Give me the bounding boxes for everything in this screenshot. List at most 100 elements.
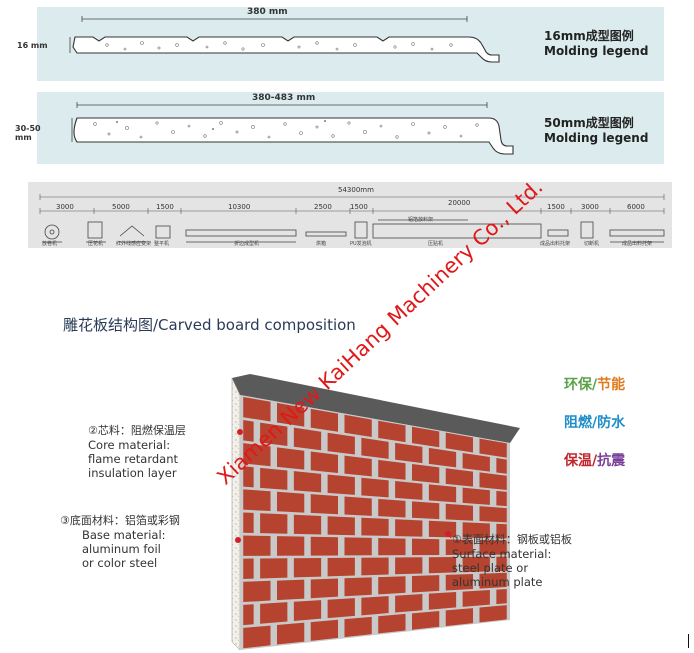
brick bbox=[243, 466, 254, 488]
base-material-callout: ③底面材料：铝箔或彩钢 Base material: aluminum foil… bbox=[60, 514, 180, 570]
brick bbox=[310, 408, 339, 432]
total-length-label: 54300mm bbox=[338, 186, 374, 194]
brick bbox=[243, 443, 271, 467]
segment-label: 1500 bbox=[156, 203, 174, 211]
production-line-drawing bbox=[39, 194, 665, 243]
brick bbox=[310, 494, 339, 515]
base-marker bbox=[235, 537, 241, 543]
brick bbox=[327, 557, 355, 577]
brick bbox=[243, 558, 254, 579]
profile-16mm-drawing bbox=[69, 16, 500, 63]
brick bbox=[327, 516, 355, 536]
brick bbox=[479, 438, 507, 458]
profile-thickness-label: 30-50 mm bbox=[15, 124, 41, 142]
feature-insulation: 保温/抗震 bbox=[564, 453, 626, 469]
legend-title-cn: 50mm成型图例 bbox=[544, 116, 634, 130]
segment-label: 3000 bbox=[581, 203, 599, 211]
brick bbox=[395, 481, 423, 500]
brick bbox=[378, 538, 406, 556]
brick bbox=[428, 447, 457, 468]
brick bbox=[479, 539, 507, 555]
brick bbox=[344, 455, 372, 477]
brick bbox=[395, 557, 423, 575]
core-material-callout: ②芯料：阻燃保温层 Core material: flame retardant… bbox=[88, 424, 186, 480]
brick bbox=[243, 580, 271, 603]
brick bbox=[361, 477, 389, 498]
feature-eco: 环保/节能 bbox=[564, 377, 626, 393]
brick bbox=[276, 579, 305, 601]
brick bbox=[276, 447, 305, 470]
brick bbox=[378, 498, 406, 518]
brick bbox=[293, 600, 322, 621]
machine-label: 成品出料托架 bbox=[540, 241, 571, 247]
brick bbox=[479, 572, 507, 589]
segment-label: 10300 bbox=[228, 203, 251, 211]
brick bbox=[344, 496, 372, 516]
brick bbox=[260, 422, 288, 446]
machine-label: 放卷机 bbox=[42, 241, 58, 247]
brick bbox=[243, 396, 271, 422]
legend-title-en: Molding legend bbox=[544, 131, 649, 145]
brick bbox=[243, 535, 271, 556]
brick bbox=[260, 513, 288, 534]
brick bbox=[411, 501, 440, 520]
brick bbox=[310, 578, 339, 599]
production-line-panel: 54300mm 3000 5000 1500 10300 2500 1500 2… bbox=[28, 182, 672, 248]
brick bbox=[276, 491, 305, 513]
brick bbox=[395, 519, 423, 537]
brick bbox=[445, 608, 474, 627]
brick bbox=[462, 556, 490, 573]
feature-fireproof: 阻燃/防水 bbox=[564, 415, 626, 431]
brick bbox=[344, 577, 372, 597]
brick bbox=[411, 538, 440, 556]
brick bbox=[479, 472, 507, 490]
brick bbox=[395, 442, 423, 464]
brick bbox=[395, 594, 423, 613]
machine-label: PU发泡机 bbox=[350, 241, 372, 247]
machine-label: 红外线感应变架 bbox=[116, 241, 152, 247]
brick bbox=[310, 619, 339, 641]
legend-title-cn: 16mm成型图例 bbox=[544, 29, 634, 43]
brick bbox=[428, 557, 457, 574]
brick bbox=[428, 484, 457, 503]
brick bbox=[361, 437, 389, 459]
brick bbox=[276, 402, 305, 427]
brick bbox=[445, 573, 474, 591]
segment-label: 2500 bbox=[314, 203, 332, 211]
brick bbox=[378, 420, 406, 443]
brick bbox=[276, 536, 305, 556]
profile-width-label: 380 mm bbox=[247, 7, 288, 17]
brick bbox=[293, 471, 322, 493]
brick bbox=[428, 592, 457, 610]
segment-label: 3000 bbox=[56, 203, 74, 211]
machine-label: 烘箱 bbox=[316, 241, 327, 247]
segment-label: 5000 bbox=[112, 203, 130, 211]
brick bbox=[327, 598, 355, 619]
brick bbox=[462, 522, 490, 539]
brick bbox=[243, 512, 254, 533]
brick bbox=[243, 420, 254, 442]
brick bbox=[445, 432, 474, 453]
brick-pattern bbox=[243, 396, 507, 649]
brick bbox=[445, 539, 474, 555]
brick bbox=[293, 514, 322, 535]
brick bbox=[327, 432, 355, 455]
brick bbox=[496, 588, 507, 605]
brick bbox=[260, 467, 288, 490]
brick bbox=[378, 459, 406, 480]
brick bbox=[243, 489, 271, 511]
brick bbox=[411, 610, 440, 630]
brick bbox=[260, 558, 288, 579]
upper-label: 铝箔放料架 bbox=[408, 217, 434, 223]
brick bbox=[411, 464, 440, 484]
segment-label: 6000 bbox=[627, 203, 645, 211]
segment-label: 1500 bbox=[547, 203, 565, 211]
brick bbox=[243, 604, 254, 626]
brick bbox=[276, 622, 305, 645]
brick bbox=[445, 503, 474, 521]
core-marker bbox=[237, 429, 243, 435]
edge-mark bbox=[688, 634, 689, 648]
brick bbox=[344, 414, 372, 437]
brick bbox=[344, 537, 372, 556]
